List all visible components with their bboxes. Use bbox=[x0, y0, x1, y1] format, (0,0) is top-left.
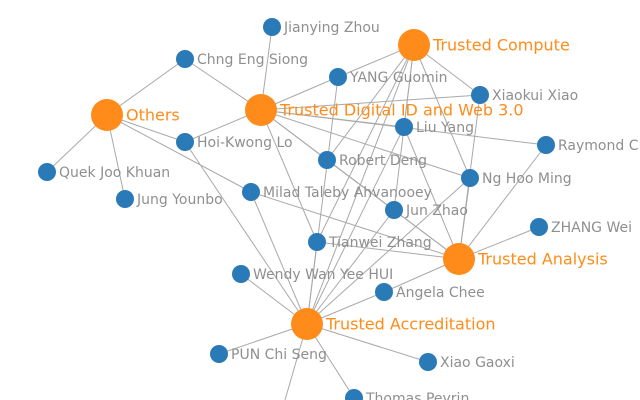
node-circle-ng-hoo-ming[interactable] bbox=[461, 169, 479, 187]
edge-ng-hoo-ming-trusted-accreditation bbox=[306, 177, 471, 325]
node-circle-angela-chee[interactable] bbox=[375, 283, 393, 301]
edge-tianwei-zhang-trusted-compute bbox=[316, 44, 415, 243]
node-trusted-digital-id[interactable]: Trusted Digital ID and Web 3.0 bbox=[245, 94, 524, 126]
node-label-tianwei-zhang: Tianwei Zhang bbox=[328, 235, 432, 251]
node-circle-chng-eng-siong[interactable] bbox=[176, 50, 194, 68]
edge-hoi-kwong-lo-trusted-accreditation bbox=[184, 141, 308, 325]
edge-milad-taleby-trusted-accreditation bbox=[250, 191, 308, 325]
node-jun-zhao[interactable]: Jun Zhao bbox=[385, 201, 468, 219]
node-label-xiaokui-xiao: Xiaokui Xiao bbox=[492, 88, 578, 104]
node-label-raymond-c: Raymond C bbox=[558, 138, 639, 154]
node-circle-trusted-digital-id[interactable] bbox=[245, 94, 277, 126]
node-tianwei-zhang[interactable]: Tianwei Zhang bbox=[308, 233, 432, 251]
edge-xiao-gaoxi-trusted-accreditation bbox=[306, 323, 429, 363]
node-robert-deng[interactable]: Robert Deng bbox=[318, 151, 427, 169]
node-others[interactable]: Others bbox=[91, 99, 180, 131]
node-label-others: Others bbox=[126, 106, 180, 125]
node-angela-chee[interactable]: Angela Chee bbox=[375, 283, 485, 301]
edge-liu-yang-trusted-accreditation bbox=[306, 126, 405, 325]
node-xiao-gaoxi[interactable]: Xiao Gaoxi bbox=[419, 353, 515, 371]
node-label-yang-guomin: YANG Guomin bbox=[349, 70, 448, 86]
node-circle-tianwei-zhang[interactable] bbox=[308, 233, 326, 251]
node-label-hoi-kwong-lo: Hoi-Kwong Lo bbox=[197, 135, 293, 151]
node-circle-trusted-accreditation[interactable] bbox=[291, 308, 323, 340]
node-milad-taleby[interactable]: Milad Taleby Ahvanooey bbox=[242, 183, 432, 201]
node-circle-jung-younbo[interactable] bbox=[116, 190, 134, 208]
node-yang-guomin[interactable]: YANG Guomin bbox=[329, 68, 448, 86]
node-circle-trusted-compute[interactable] bbox=[398, 29, 430, 61]
node-label-quek-joo-khuan: Quek Joo Khuan bbox=[59, 165, 170, 181]
node-wendy-wan[interactable]: Wendy Wan Yee HUI bbox=[232, 265, 393, 283]
edge-trusted-compute-trusted-accreditation bbox=[306, 44, 415, 325]
edge-jun-zhao-trusted-accreditation bbox=[306, 209, 395, 325]
node-quek-joo-khuan[interactable]: Quek Joo Khuan bbox=[38, 163, 170, 181]
node-zhang-wei[interactable]: ZHANG Wei bbox=[530, 218, 632, 236]
node-circle-zhang-wei[interactable] bbox=[530, 218, 548, 236]
node-circle-yang-guomin[interactable] bbox=[329, 68, 347, 86]
node-label-wendy-wan: Wendy Wan Yee HUI bbox=[253, 267, 393, 283]
node-circle-wendy-wan[interactable] bbox=[232, 265, 250, 283]
node-label-ng-hoo-ming: Ng Hoo Ming bbox=[482, 171, 572, 187]
node-circle-raymond-c[interactable] bbox=[537, 136, 555, 154]
node-hoi-kwong-lo[interactable]: Hoi-Kwong Lo bbox=[176, 133, 293, 151]
node-circle-milad-taleby[interactable] bbox=[242, 183, 260, 201]
node-circle-thomas-peyrin[interactable] bbox=[345, 389, 363, 400]
node-label-chng-eng-siong: Chng Eng Siong bbox=[197, 52, 308, 68]
node-raymond-c[interactable]: Raymond C bbox=[537, 136, 639, 154]
node-label-pun-chi-seng: PUN Chi Seng bbox=[231, 347, 327, 363]
node-label-trusted-accreditation: Trusted Accreditation bbox=[325, 315, 496, 334]
edge-chng-eng-siong-others bbox=[106, 58, 186, 116]
node-trusted-analysis[interactable]: Trusted Analysis bbox=[443, 243, 608, 275]
node-circle-jianying-zhou[interactable] bbox=[263, 18, 281, 36]
node-label-zhang-wei: ZHANG Wei bbox=[551, 220, 632, 236]
node-circle-hoi-kwong-lo[interactable] bbox=[176, 133, 194, 151]
node-circle-trusted-analysis[interactable] bbox=[443, 243, 475, 275]
node-circle-liu-yang[interactable] bbox=[395, 118, 413, 136]
edge-yang-guomin-trusted-accreditation bbox=[306, 76, 339, 325]
node-circle-xiaokui-xiao[interactable] bbox=[471, 86, 489, 104]
edge-tianwei-zhang-trusted-analysis bbox=[316, 241, 460, 260]
node-label-milad-taleby: Milad Taleby Ahvanooey bbox=[263, 185, 432, 201]
node-liu-yang[interactable]: Liu Yang bbox=[395, 118, 474, 136]
edge-robert-deng-trusted-compute bbox=[326, 44, 415, 161]
node-pun-chi-seng[interactable]: PUN Chi Seng bbox=[210, 345, 327, 363]
node-circle-quek-joo-khuan[interactable] bbox=[38, 163, 56, 181]
node-ng-hoo-ming[interactable]: Ng Hoo Ming bbox=[461, 169, 572, 187]
node-circle-jun-zhao[interactable] bbox=[385, 201, 403, 219]
node-trusted-accreditation[interactable]: Trusted Accreditation bbox=[291, 308, 496, 340]
node-label-robert-deng: Robert Deng bbox=[339, 153, 427, 169]
node-label-trusted-digital-id: Trusted Digital ID and Web 3.0 bbox=[279, 101, 524, 120]
node-label-liu-yang: Liu Yang bbox=[416, 120, 474, 136]
edge-liu-yang-trusted-analysis bbox=[403, 126, 460, 260]
edge-ng-hoo-ming-trusted-compute bbox=[413, 44, 471, 179]
node-jung-younbo[interactable]: Jung Younbo bbox=[116, 190, 223, 208]
node-xiaokui-xiao[interactable]: Xiaokui Xiao bbox=[471, 86, 578, 104]
edge-milad-taleby-others bbox=[106, 114, 252, 193]
node-label-thomas-peyrin: Thomas Peyrin bbox=[365, 391, 469, 400]
edge-layer bbox=[46, 26, 547, 400]
node-thomas-peyrin[interactable]: Thomas Peyrin bbox=[345, 389, 469, 400]
node-label-jung-younbo: Jung Younbo bbox=[136, 192, 223, 208]
node-circle-pun-chi-seng[interactable] bbox=[210, 345, 228, 363]
node-jianying-zhou[interactable]: Jianying Zhou bbox=[263, 18, 380, 36]
node-label-xiao-gaoxi: Xiao Gaoxi bbox=[440, 355, 515, 371]
node-label-trusted-compute: Trusted Compute bbox=[432, 36, 570, 55]
node-label-jianying-zhou: Jianying Zhou bbox=[283, 20, 380, 36]
node-label-trusted-analysis: Trusted Analysis bbox=[477, 250, 608, 269]
node-label-jun-zhao: Jun Zhao bbox=[405, 203, 468, 219]
edge-raymond-c-trusted-analysis bbox=[458, 144, 547, 260]
node-circle-robert-deng[interactable] bbox=[318, 151, 336, 169]
node-circle-xiao-gaoxi[interactable] bbox=[419, 353, 437, 371]
edge-tianwei-zhang-trusted-digital-id bbox=[260, 109, 318, 243]
node-trusted-compute[interactable]: Trusted Compute bbox=[398, 29, 570, 61]
node-chng-eng-siong[interactable]: Chng Eng Siong bbox=[176, 50, 308, 68]
node-circle-others[interactable] bbox=[91, 99, 123, 131]
node-label-angela-chee: Angela Chee bbox=[396, 285, 485, 301]
